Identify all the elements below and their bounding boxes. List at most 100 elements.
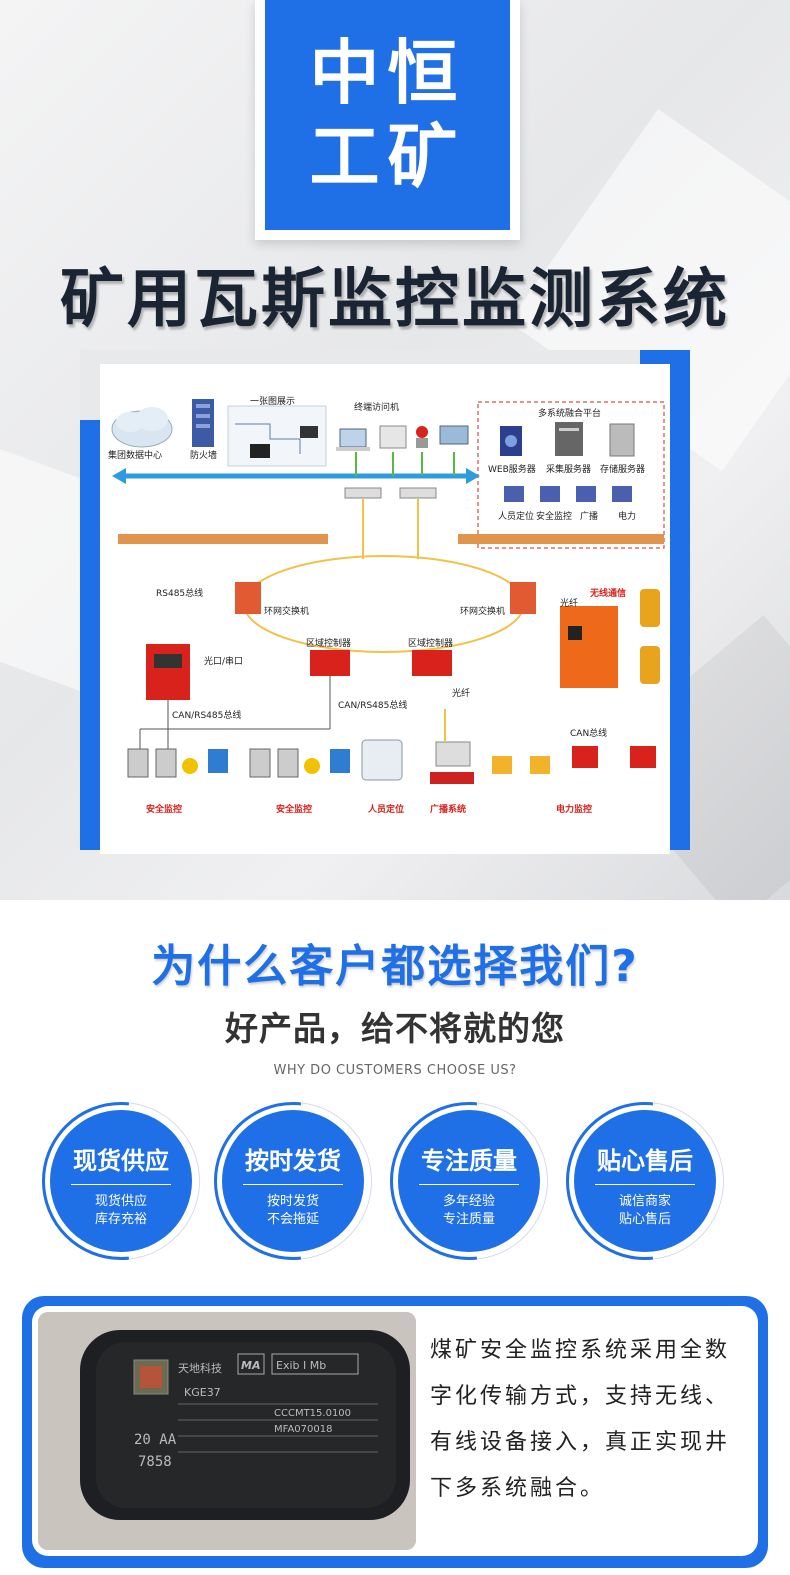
- why-subtitle: 好产品，给不将就的您: [225, 1009, 565, 1048]
- feature-badge: 现货供应 现货供应 库存充裕: [50, 1110, 192, 1252]
- why-english: WHY DO CUSTOMERS CHOOSE US?: [273, 1063, 517, 1078]
- collect-server-icon: [555, 422, 583, 456]
- system-diagram: 集团数据中心 防火墙 一张图展示 终端访问机 多系统融合平台 WEB服务器 采集…: [80, 350, 690, 854]
- tag-ccc: CCCMT15.0100: [274, 1408, 351, 1419]
- feature-line: 多年经验: [442, 1194, 495, 1209]
- label-fiber-top: 光纤: [560, 599, 579, 609]
- tag-brand-text: 天地科技: [178, 1361, 222, 1375]
- label-can-left: CAN/RS485总线: [172, 711, 242, 721]
- why-title: 为什么客户都选择我们?: [151, 941, 639, 992]
- diagram-graphic: [111, 399, 665, 784]
- wireless-base-icon: [560, 606, 618, 688]
- terminal-laptop-icon: [336, 428, 370, 451]
- feature-title: 贴心售后: [597, 1147, 693, 1175]
- personnel-reader-icon: [361, 739, 403, 781]
- label-platform: 多系统融合平台: [538, 409, 602, 419]
- label-terminal: 终端访问机: [354, 403, 400, 413]
- label-bottom-safety-2: 安全监控: [276, 805, 313, 815]
- diagram-card: 集团数据中心 防火墙 一张图展示 终端访问机 多系统融合平台 WEB服务器 采集…: [100, 364, 670, 854]
- feature-divider: [71, 1184, 171, 1185]
- feature-stock: 现货供应 现货供应 库存充裕: [42, 1102, 200, 1260]
- label-firewall: 防火墙: [190, 451, 218, 461]
- label-power: 电力: [618, 512, 637, 522]
- page-title: 矿用瓦斯监控监测系统: [60, 263, 730, 337]
- label-cloud: 集团数据中心: [108, 451, 163, 461]
- cloud-icon: [111, 407, 173, 448]
- firewall-icon: [192, 399, 214, 447]
- label-bottom-safety-1: 安全监控: [146, 805, 183, 815]
- label-can-bus-small: CAN总线: [570, 729, 608, 739]
- feature-badge: 贴心售后 诚信商家 贴心售后: [574, 1110, 716, 1252]
- printer-icon: [439, 425, 469, 445]
- sensor-row-mid: [249, 748, 350, 778]
- label-broadcast: 广播: [580, 512, 599, 522]
- label-display: 一张图展示: [250, 397, 296, 407]
- broadcast-icon: [430, 741, 474, 784]
- ground-strip-left: [118, 534, 328, 544]
- label-bottom-broadcast: 广播系统: [430, 805, 467, 815]
- tag-exib-mark: Exib I Mb: [276, 1359, 326, 1372]
- feature-badge: 按时发货 按时发货 不会拖延: [222, 1110, 364, 1252]
- feature-line: 库存充裕: [94, 1212, 147, 1227]
- region-controller-right-icon: [412, 650, 452, 676]
- label-region-right: 区域控制器: [408, 639, 454, 649]
- label-bottom-power: 电力监控: [556, 805, 593, 815]
- terminal-pc-icon: [379, 425, 407, 449]
- ring-switch-right-icon: [510, 582, 536, 614]
- handset-icon: [640, 646, 660, 684]
- handset-icon: [640, 589, 660, 627]
- feature-service: 贴心售后 诚信商家 贴心售后: [566, 1102, 724, 1260]
- workstation-icons: [504, 486, 632, 502]
- feature-line: 不会拖延: [266, 1212, 319, 1227]
- tag-serial: 7858: [138, 1454, 172, 1470]
- label-can-mid: CAN/RS485总线: [338, 701, 408, 711]
- feature-quality: 专注质量 多年经验 专注质量: [390, 1102, 548, 1260]
- core-switch-left: [344, 487, 382, 499]
- feature-title: 专注质量: [421, 1147, 517, 1175]
- tag-id-label: 20 AA: [134, 1432, 177, 1448]
- feature-title: 按时发货: [245, 1147, 341, 1175]
- feature-badge: 专注质量 多年经验 专注质量: [398, 1110, 540, 1252]
- label-wireless: 无线通信: [590, 589, 627, 599]
- label-fiber-mid: 光纤: [452, 689, 471, 699]
- tag-device-image: 天地科技 MA Exib I Mb KGE37 CCCMT15.0100 MFA…: [38, 1312, 416, 1550]
- feature-line: 现货供应: [94, 1194, 147, 1209]
- tag-ma-mark: MA: [241, 1359, 260, 1372]
- label-region-left: 区域控制器: [306, 639, 352, 649]
- sensor-row-left: [127, 748, 228, 778]
- power-devices-icon: [492, 746, 656, 774]
- feature-line: 诚信商家: [618, 1194, 671, 1209]
- feature-title: 现货供应: [73, 1147, 169, 1175]
- alarm-light-icon: [416, 426, 428, 448]
- region-controller-left-icon: [310, 650, 350, 676]
- label-optical-serial: 光口/串口: [204, 657, 244, 667]
- product-panel: 天地科技 MA Exib I Mb KGE37 CCCMT15.0100 MFA…: [22, 1296, 768, 1568]
- feature-divider: [595, 1184, 695, 1185]
- tag-model: KGE37: [184, 1386, 221, 1399]
- hero-section: 中恒 工矿 矿用瓦斯监控监测系统: [0, 0, 790, 900]
- brand-logo: 中恒 工矿: [255, 0, 520, 240]
- core-switch-right: [399, 487, 437, 499]
- ground-strip-right: [458, 534, 664, 544]
- brand-logo-block: 中恒 工矿: [265, 0, 510, 230]
- feature-divider: [243, 1184, 343, 1185]
- label-safety: 安全监控: [536, 512, 573, 522]
- label-ring-switch-right: 环网交换机: [460, 607, 506, 617]
- monitor-wall-icon: [227, 405, 327, 467]
- storage-server-icon: [609, 423, 635, 457]
- tag-mfa: MFA070018: [274, 1424, 332, 1435]
- product-card: 天地科技 MA Exib I Mb KGE37 CCCMT15.0100 MFA…: [32, 1306, 758, 1556]
- feature-line: 专注质量: [442, 1212, 495, 1227]
- ring-switch-left-icon: [235, 582, 261, 614]
- label-web-server: WEB服务器: [488, 465, 536, 475]
- label-ring-switch-left: 环网交换机: [264, 607, 310, 617]
- label-collect-server: 采集服务器: [546, 465, 592, 475]
- product-photo: 天地科技 MA Exib I Mb KGE37 CCCMT15.0100 MFA…: [38, 1312, 416, 1550]
- label-personnel: 人员定位: [498, 512, 535, 522]
- substation-icon: [146, 644, 190, 700]
- feature-delivery: 按时发货 按时发货 不会拖延: [214, 1102, 372, 1260]
- feature-line: 贴心售后: [618, 1212, 671, 1227]
- label-rs485: RS485总线: [156, 589, 204, 599]
- web-server-icon: [500, 426, 522, 456]
- label-bottom-personnel: 人员定位: [368, 805, 405, 815]
